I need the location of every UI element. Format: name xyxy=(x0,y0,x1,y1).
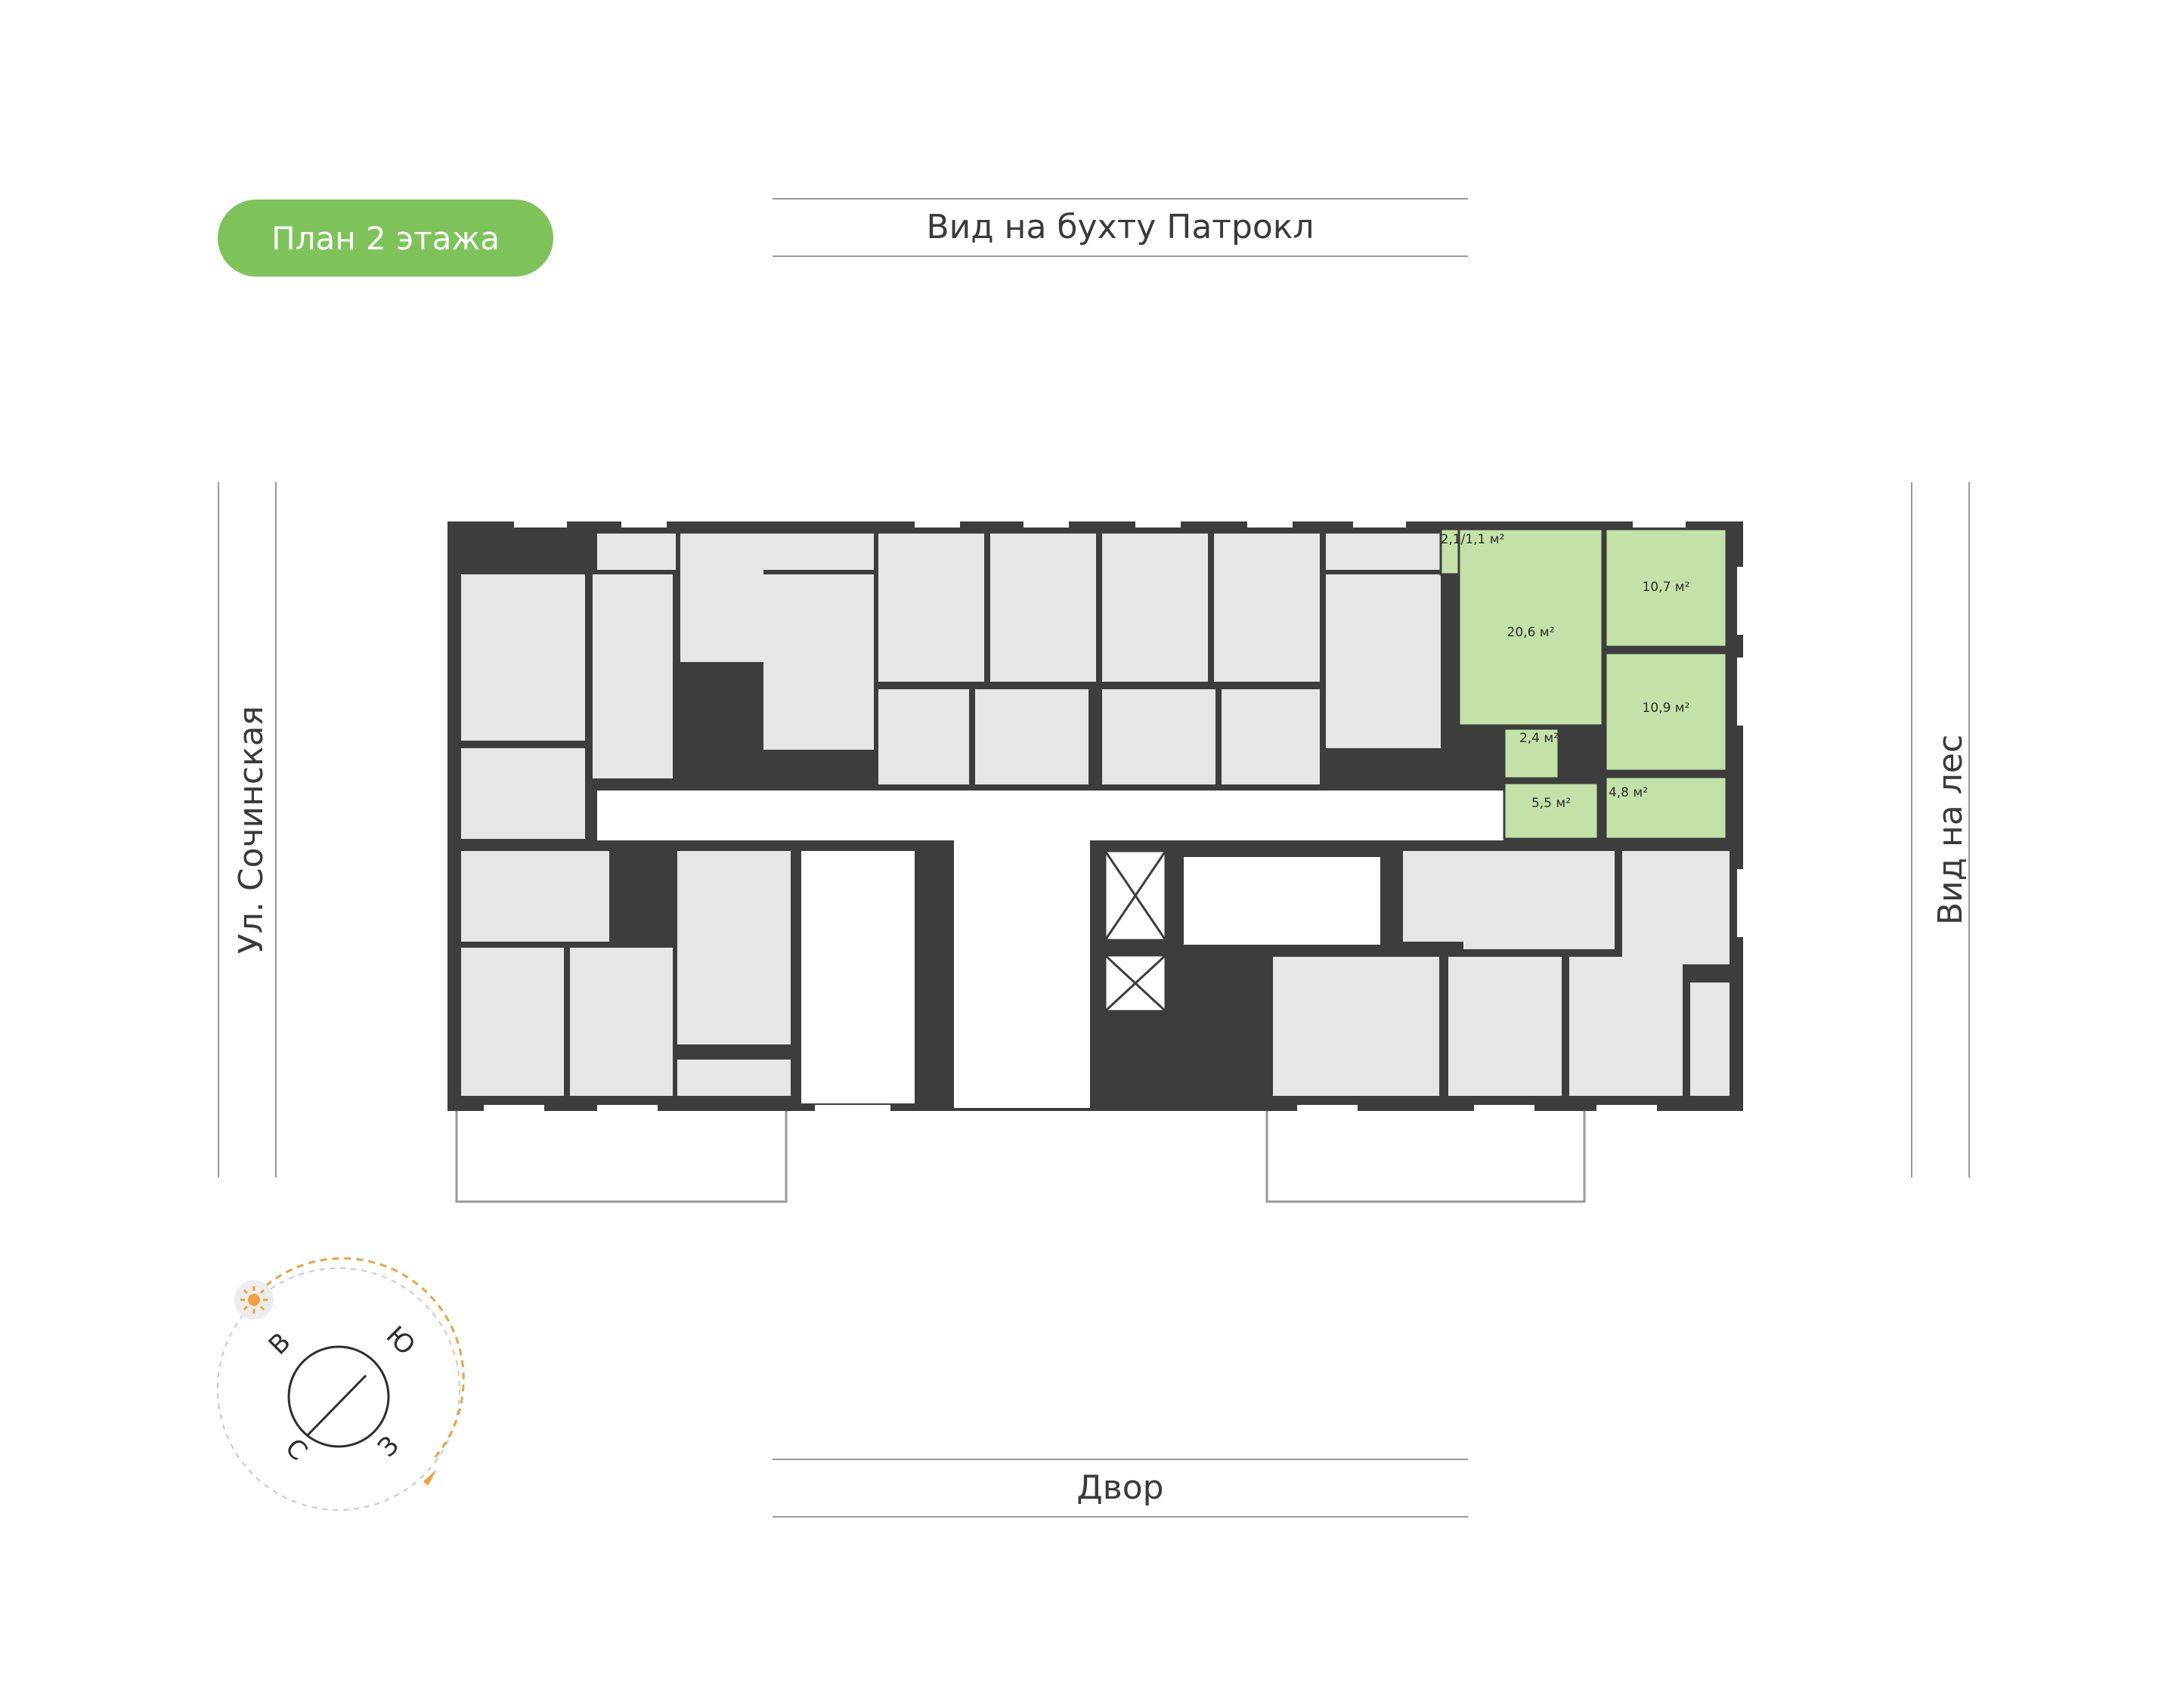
bottom-view-line-upper xyxy=(773,1459,1468,1460)
left-view-line-outer xyxy=(218,482,219,1177)
compass-inner-circle xyxy=(287,1345,390,1448)
sun-path-arrow-icon xyxy=(423,1469,437,1486)
room xyxy=(1273,957,1439,1096)
room xyxy=(570,948,673,1096)
window xyxy=(1474,1105,1534,1111)
room xyxy=(1222,689,1320,784)
room xyxy=(1569,957,1683,1096)
room xyxy=(990,534,1096,682)
left-view-line-inner xyxy=(275,482,277,1177)
floor-plan-badge: План 2 этажа xyxy=(218,200,553,277)
room xyxy=(461,851,609,942)
room xyxy=(461,574,585,741)
bottom-room-row xyxy=(461,851,1730,1103)
window xyxy=(1737,567,1743,635)
area-label: 4,8 м² xyxy=(1609,785,1648,800)
room xyxy=(975,689,1088,784)
highlighted-apartment xyxy=(1439,528,1728,840)
room xyxy=(763,534,874,570)
stair-hall xyxy=(1184,857,1380,945)
room xyxy=(763,574,874,750)
room xyxy=(1214,534,1320,682)
hall-space xyxy=(801,851,915,1103)
compass-east-label: В xyxy=(263,1327,297,1361)
right-view-line-inner xyxy=(1911,482,1912,1177)
room xyxy=(593,574,673,778)
window xyxy=(1633,521,1686,528)
room xyxy=(461,948,564,1096)
windows xyxy=(484,521,1743,1111)
bottom-view-line-lower xyxy=(773,1516,1468,1518)
top-view-label: Вид на бухту Патрокл xyxy=(926,207,1315,246)
compass-north-label: С xyxy=(279,1433,313,1467)
top-room-row xyxy=(461,534,1441,839)
window xyxy=(815,1105,890,1111)
balcony-right xyxy=(1265,1108,1586,1203)
bottom-view-label: Двор xyxy=(1076,1468,1164,1507)
compass-west-label: З xyxy=(372,1430,405,1463)
top-view-line-lower xyxy=(773,255,1468,257)
window xyxy=(915,521,960,528)
room xyxy=(1326,534,1441,570)
window xyxy=(1247,521,1293,528)
area-label: 20,6 м² xyxy=(1507,625,1555,640)
room-bedroom-2 xyxy=(1604,651,1728,772)
room xyxy=(1622,851,1730,964)
room xyxy=(1463,851,1615,949)
compass-needle xyxy=(305,1374,367,1437)
room xyxy=(1326,574,1441,748)
area-label: 10,7 м² xyxy=(1643,580,1690,595)
room xyxy=(680,534,763,662)
window xyxy=(1596,1105,1657,1111)
room-hall xyxy=(1503,781,1599,840)
window xyxy=(1023,521,1069,528)
area-label: 2,1/1,1 м² xyxy=(1441,532,1505,547)
top-view-line-upper xyxy=(773,198,1468,200)
compass-south-label: Ю xyxy=(380,1320,421,1361)
compass: В Ю С З xyxy=(217,1257,465,1511)
room xyxy=(461,748,585,839)
window xyxy=(1297,1105,1358,1111)
balcony-left xyxy=(455,1108,788,1203)
window xyxy=(597,1105,658,1111)
compass-outer-circle xyxy=(217,1267,460,1511)
lobby xyxy=(954,791,1090,1108)
window xyxy=(621,521,667,528)
area-label: 2,4 м² xyxy=(1519,731,1559,746)
room xyxy=(878,534,984,682)
elevators xyxy=(1104,849,1167,1013)
room xyxy=(677,1060,791,1096)
area-label: 5,5 м² xyxy=(1531,796,1571,811)
sun-path-arc xyxy=(255,1257,465,1459)
window xyxy=(484,1105,544,1111)
sun-icon xyxy=(240,1286,268,1313)
window xyxy=(1737,658,1743,726)
room-bathroom-small xyxy=(1503,727,1560,780)
room xyxy=(677,851,791,1044)
room-bathroom xyxy=(1604,775,1728,840)
room xyxy=(597,534,676,570)
right-view-line-outer xyxy=(1968,482,1970,1177)
room xyxy=(1448,957,1562,1096)
room xyxy=(1102,689,1215,784)
window xyxy=(1353,521,1406,528)
room xyxy=(1102,534,1208,682)
room-bedroom-1 xyxy=(1604,528,1728,648)
window xyxy=(1135,521,1181,528)
room xyxy=(1690,982,1730,1096)
window xyxy=(514,521,567,528)
area-label: 10,9 м² xyxy=(1643,701,1690,716)
room xyxy=(878,689,969,784)
window xyxy=(1737,869,1743,937)
room-kitchen-living xyxy=(1457,528,1604,727)
